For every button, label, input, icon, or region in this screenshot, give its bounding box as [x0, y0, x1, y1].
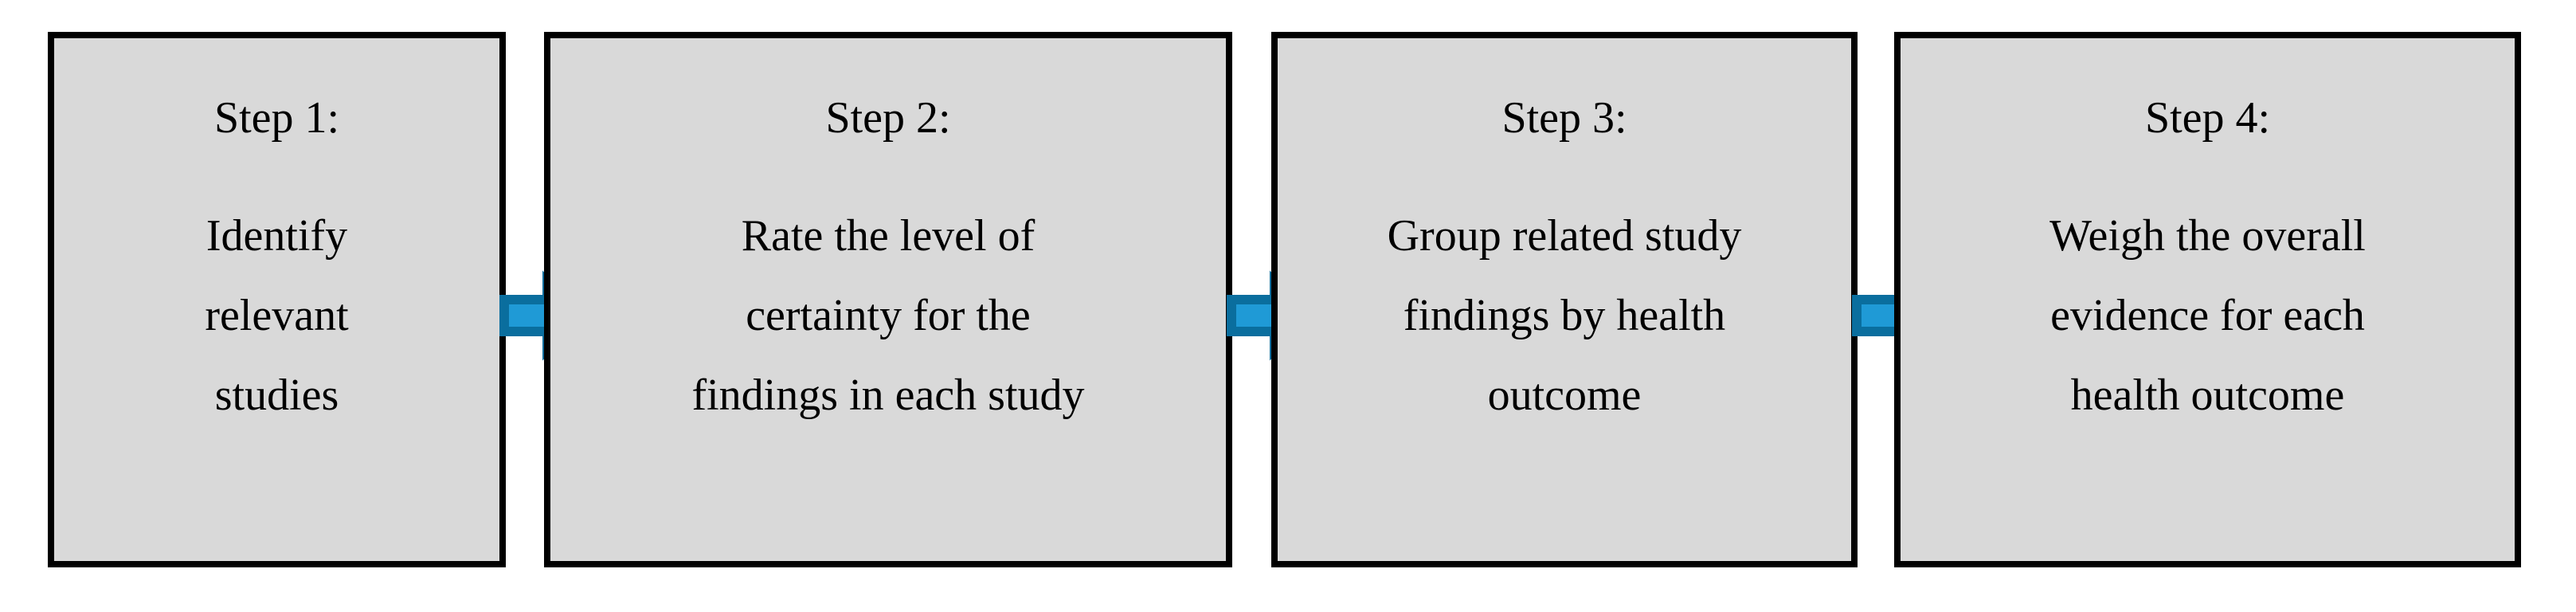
step-2-body-line-2: certainty for the: [746, 291, 1031, 340]
step-2-title: Step 2:: [825, 93, 951, 143]
step-3-body-line-2: findings by health: [1403, 291, 1726, 340]
step-3-body-line-3: outcome: [1487, 371, 1642, 420]
step-4-body: Weigh the overall evidence for each heal…: [1901, 196, 2515, 435]
step-4-body-line-2: evidence for each: [2050, 291, 2365, 340]
step-3-body: Group related study findings by health o…: [1278, 196, 1851, 435]
step-box-3: Step 3: Group related study findings by …: [1271, 32, 1858, 567]
step-2-body: Rate the level of certainty for the find…: [550, 196, 1226, 435]
step-1-body-line-1: Identify: [206, 211, 348, 261]
step-4-body-line-3: health outcome: [2070, 371, 2345, 420]
step-3-title: Step 3:: [1501, 93, 1627, 143]
step-box-1: Step 1: Identify relevant studies: [48, 32, 506, 567]
step-3-body-line-1: Group related study: [1387, 211, 1742, 261]
step-1-body-line-2: relevant: [205, 291, 349, 340]
step-box-4: Step 4: Weigh the overall evidence for e…: [1894, 32, 2521, 567]
step-1-body: Identify relevant studies: [54, 196, 499, 435]
step-1-body-line-3: studies: [214, 371, 339, 420]
step-4-title: Step 4:: [2144, 93, 2271, 143]
step-4-body-line-1: Weigh the overall: [2049, 211, 2366, 261]
step-2-body-line-1: Rate the level of: [741, 211, 1035, 261]
step-2-body-line-3: findings in each study: [691, 371, 1085, 420]
step-box-2: Step 2: Rate the level of certainty for …: [544, 32, 1232, 567]
step-1-title: Step 1:: [213, 93, 340, 143]
